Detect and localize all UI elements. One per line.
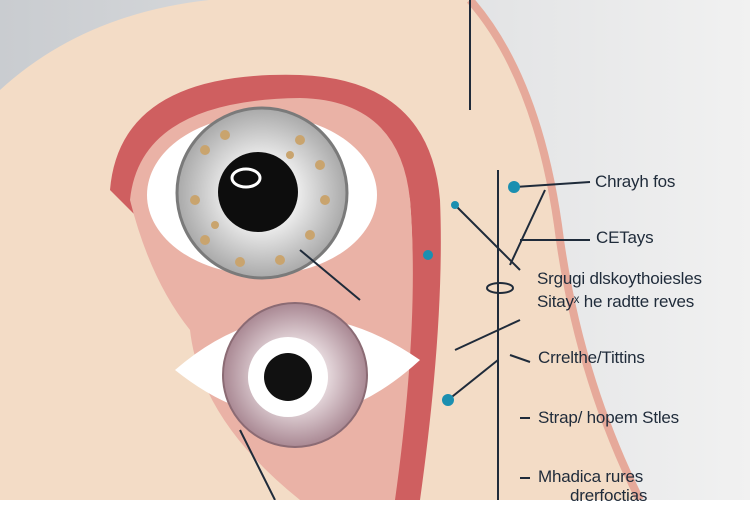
label-2: CETays xyxy=(596,228,654,247)
label-8: drerfoctias xyxy=(570,486,648,505)
iris-spots xyxy=(190,130,330,267)
label-6: Strap/ hopem Stles xyxy=(538,408,679,427)
upper-pupil xyxy=(218,152,298,232)
marker-dots xyxy=(423,181,520,406)
label-1: Chrayh fos xyxy=(595,172,676,191)
pointer-lines xyxy=(239,0,591,500)
label-7: Mhadica rures xyxy=(538,467,644,486)
label-4: Sitayˣ he radtte reves xyxy=(537,292,695,311)
label-3: Srgugi dlskoythoiesles xyxy=(537,269,702,288)
pupil-highlight xyxy=(230,167,262,189)
lower-pupil xyxy=(264,353,312,401)
probe-ring xyxy=(486,282,514,294)
muscle-band xyxy=(110,74,441,500)
label-5: Crrelthe/Tittins xyxy=(538,348,645,367)
